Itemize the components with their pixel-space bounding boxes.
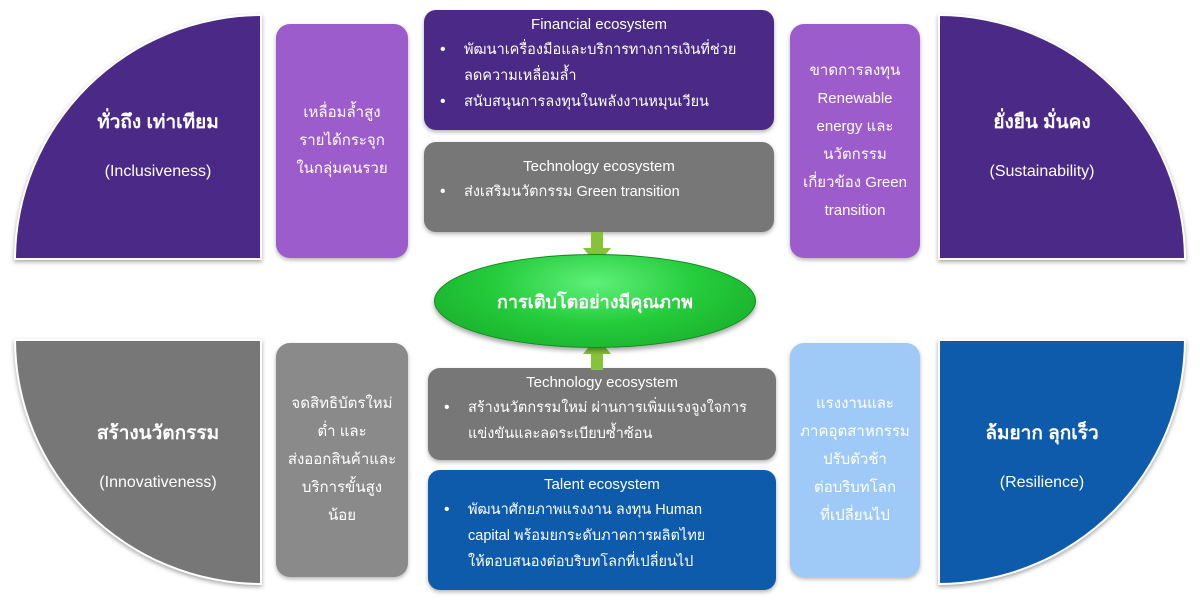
corner-inclusiveness: ทั่วถึง เท่าเทียม (Inclusiveness) [14, 14, 262, 260]
side-line: แรงงานและ [816, 395, 894, 412]
side-line: energy และ [816, 118, 894, 135]
side-box-renewable: ขาดการลงทุน Renewable energy และ นวัตกรร… [790, 24, 920, 258]
side-line: เหลื่อมล้ำสูง [303, 104, 381, 121]
corner-title: สร้างนวัตกรรม [96, 423, 220, 444]
eco-line: พัฒนาศักยภาพแรงงาน ลงทุน Human [468, 502, 703, 518]
corner-title: ทั่วถึง เท่าเทียม [97, 112, 219, 133]
eco-line: พัฒนาเครื่องมือและบริการทางการเงินที่ช่ว… [464, 42, 737, 58]
eco-line: capital พร้อมยกระดับภาคการผลิตไทย [468, 528, 706, 544]
eco-bullet: สร้างนวัตกรรมใหม่ ผ่านการเพิ่มแรงจูงใจกา… [442, 395, 762, 447]
side-box-labor: แรงงานและ ภาคอุตสาหกรรม ปรับตัวช้า ต่อบร… [790, 343, 920, 577]
corner-sustainability: ยั่งยืน มั่นคง (Sustainability) [938, 14, 1186, 260]
eco-line: แข่งขันและลดระเบียบซ้ำซ้อน [468, 426, 653, 442]
financial-ecosystem-box: Financial ecosystem พัฒนาเครื่องมือและบร… [424, 10, 774, 130]
technology-ecosystem-bottom-box: Technology ecosystem สร้างนวัตกรรมใหม่ ผ… [428, 368, 776, 460]
corner-subtitle: (Innovativeness) [99, 474, 217, 491]
corner-title: ล้มยาก ลุกเร็ว [985, 423, 1099, 444]
quality-growth-ellipse: การเติบโตอย่างมีคุณภาพ [434, 254, 756, 348]
side-line: ในกลุ่มคนรวย [296, 160, 388, 177]
talent-ecosystem-box: Talent ecosystem พัฒนาศักยภาพแรงงาน ลงทุ… [428, 470, 776, 590]
side-line: Renewable [817, 90, 893, 107]
corner-subtitle: (Resilience) [999, 474, 1085, 491]
eco-title: Technology ecosystem [526, 374, 678, 391]
eco-bullet: พัฒนาศักยภาพแรงงาน ลงทุน Human capital พ… [442, 497, 762, 575]
side-line: รายได้กระจุก [299, 132, 385, 149]
side-line: ขาดการลงทุน [809, 62, 901, 79]
eco-title: Technology ecosystem [523, 158, 675, 175]
eco-bullet: ส่งเสริมนวัตกรรม Green transition [438, 179, 760, 205]
eco-line: ส่งเสริมนวัตกรรม Green transition [464, 184, 680, 200]
eco-title: Financial ecosystem [531, 16, 667, 33]
eco-line: ลดความเหลื่อมล้ำ [464, 68, 577, 84]
side-line: นวัตกรรม [823, 146, 887, 163]
side-line: น้อย [327, 507, 357, 524]
center-label: การเติบโตอย่างมีคุณภาพ [497, 291, 693, 312]
side-line: transition [824, 202, 886, 219]
eco-line: สร้างนวัตกรรมใหม่ ผ่านการเพิ่มแรงจูงใจกา… [468, 400, 747, 416]
side-line: ต่ำ และ [317, 423, 367, 440]
side-line: ที่เปลี่ยนไป [820, 507, 890, 524]
corner-subtitle: (Inclusiveness) [104, 163, 212, 180]
eco-line: สนับสนุนการลงทุนในพลังงานหมุนเวียน [464, 94, 709, 110]
side-line: จดสิทธิบัตรใหม่ [291, 395, 393, 412]
corner-title: ยั่งยืน มั่นคง [993, 112, 1091, 133]
side-line: เกี่ยวข้อง Green [803, 174, 907, 191]
side-line: ภาคอุตสาหกรรม [800, 423, 910, 440]
corner-innovativeness: สร้างนวัตกรรม (Innovativeness) [14, 339, 262, 585]
eco-title: Talent ecosystem [544, 476, 660, 493]
side-line: ต่อบริบทโลก [813, 479, 897, 496]
eco-line: ให้ตอบสนองต่อบริบทโลกที่เปลี่ยนไป [468, 554, 694, 570]
eco-bullet: สนับสนุนการลงทุนในพลังงานหมุนเวียน [438, 89, 760, 115]
corner-subtitle: (Sustainability) [989, 163, 1095, 180]
side-line: ส่งออกสินค้าและ [287, 451, 397, 468]
technology-ecosystem-top-box: Technology ecosystem ส่งเสริมนวัตกรรม Gr… [424, 142, 774, 232]
side-line: บริการขั้นสูง [301, 479, 383, 496]
side-line: ปรับตัวช้า [823, 451, 887, 468]
side-box-inequality: เหลื่อมล้ำสูง รายได้กระจุก ในกลุ่มคนรวย [276, 24, 408, 258]
eco-bullet: พัฒนาเครื่องมือและบริการทางการเงินที่ช่ว… [438, 37, 760, 89]
side-box-patents: จดสิทธิบัตรใหม่ ต่ำ และ ส่งออกสินค้าและ … [276, 343, 408, 577]
corner-resilience: ล้มยาก ลุกเร็ว (Resilience) [938, 339, 1186, 585]
